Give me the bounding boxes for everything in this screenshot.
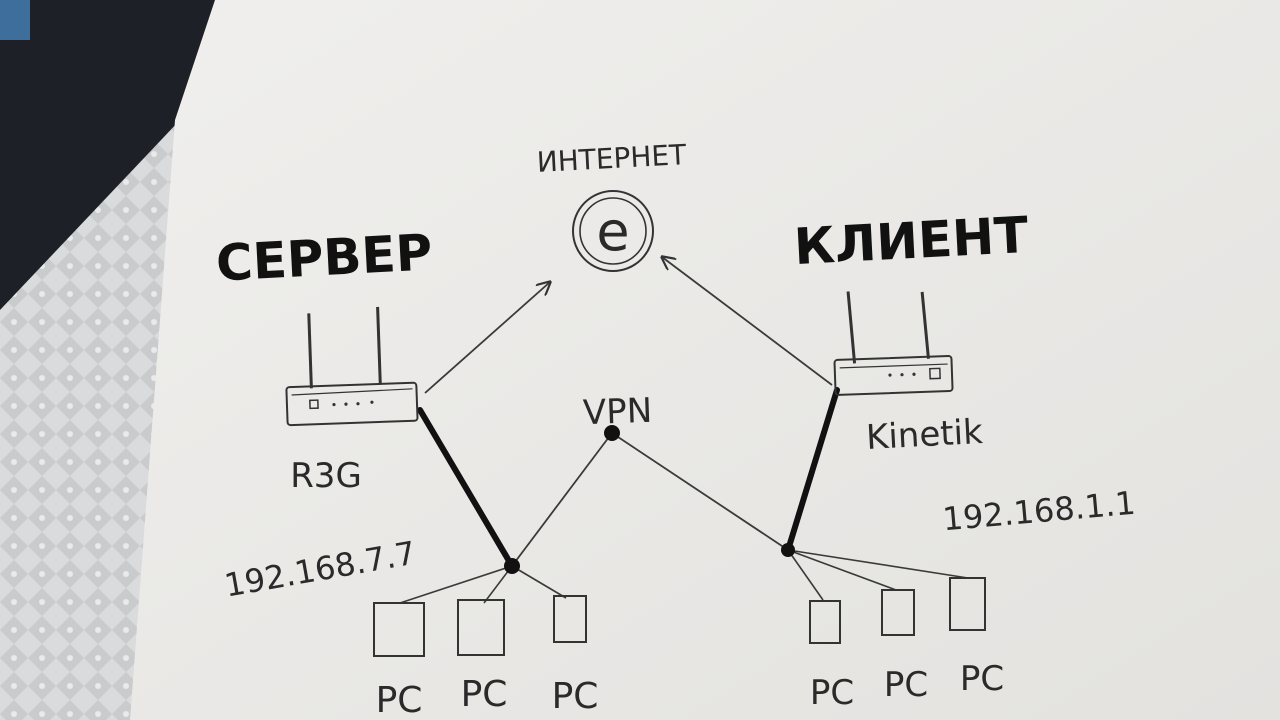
pc-label: PC: [461, 674, 508, 715]
pc-icon: [949, 577, 986, 631]
pc-icon: [457, 599, 505, 656]
router-icon: [285, 306, 419, 427]
vpn-tunnel-left: [511, 432, 613, 567]
left-switch-node: [504, 558, 520, 574]
pc-label: PC: [884, 665, 928, 705]
left-pc-group: PC PC PC: [373, 595, 599, 720]
pc-icon: [881, 589, 915, 636]
vpn-tunnel-right: [611, 432, 789, 551]
internet-label: ИНТЕРНЕТ: [536, 138, 688, 179]
pc-label: PC: [960, 659, 1004, 699]
client-heading: КЛИЕНТ: [793, 206, 1030, 276]
server-heading: СЕРВЕР: [215, 223, 434, 292]
router-right-label: Kinetik: [865, 412, 984, 458]
pc-icon: [373, 602, 425, 657]
pc-label: PC: [810, 673, 854, 713]
router-left-label: R3G: [290, 456, 362, 496]
right-pc1-link: [787, 549, 824, 601]
right-pc2-link: [787, 549, 897, 591]
vpn-node: [604, 425, 620, 441]
right-pc3-link: [787, 549, 969, 579]
pc-icon: [809, 600, 841, 644]
blue-corner: [0, 0, 30, 40]
server-lan-cable: [417, 407, 515, 569]
server-internet-link: [424, 282, 550, 394]
left-pc1-link: [399, 565, 513, 604]
router-icon: [833, 291, 954, 396]
pc-label: PC: [376, 680, 423, 720]
client-internet-link: [662, 257, 833, 386]
left-pc3-link: [511, 565, 567, 599]
internet-icon: e: [572, 190, 654, 272]
right-pc-group: PC PC PC: [809, 577, 1004, 713]
vpn-label: VPN: [582, 391, 653, 433]
pc-icon: [553, 595, 587, 643]
right-switch-node: [781, 543, 795, 557]
pc-label: PC: [552, 676, 599, 717]
internet-symbol: e: [596, 200, 629, 263]
client-lan-cable: [785, 387, 840, 553]
paper-sheet: [130, 0, 1280, 720]
